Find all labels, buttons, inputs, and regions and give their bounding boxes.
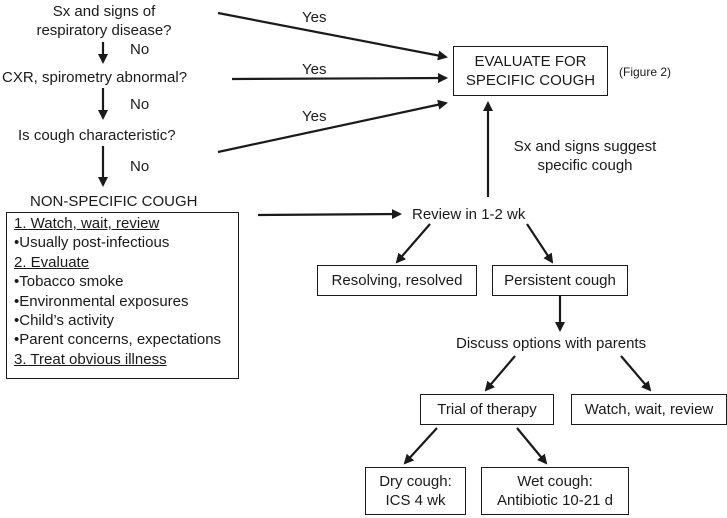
non-specific-item: •Tobacco smoke — [14, 273, 124, 291]
arrow-q2-yes — [231, 73, 448, 84]
resolving-box: Resolving, resolved — [317, 265, 477, 296]
non-specific-item: •Environmental exposures — [14, 292, 189, 310]
answer-yes-2: Yes — [302, 61, 327, 78]
arrow-review-to-persistent — [526, 223, 554, 264]
answer-no-1: No — [130, 41, 150, 58]
non-specific-cough-box: 1. Watch, wait, review •Usually post-infe… — [6, 212, 239, 379]
evaluate-specific-cough-box: EVALUATE FOR SPECIFIC COUGH — [453, 46, 608, 96]
non-specific-heading: 2. Evaluate — [14, 253, 90, 271]
specific-cough-suggested-label: Sx and signs suggest specific cough — [513, 138, 657, 174]
non-specific-cough-title: NON-SPECIFIC COUGH — [30, 193, 198, 210]
answer-no-2: No — [130, 96, 150, 113]
arrow-q1-yes — [217, 11, 448, 61]
arrow-trial-to-dry — [403, 427, 438, 465]
answer-no-3: No — [130, 158, 150, 175]
arrow-q3-yes — [217, 99, 448, 154]
arrow-discuss-to-trial — [484, 355, 516, 392]
trial-of-therapy-box: Trial of therapy — [420, 394, 554, 425]
non-specific-heading: 3. Treat obvious illness — [14, 350, 167, 368]
question-respiratory-disease: Sx and signs of respiratory disease? — [36, 3, 172, 39]
question-cxr-spirometry: CXR, spirometry abnormal? — [2, 69, 188, 86]
answer-yes-1: Yes — [302, 9, 327, 26]
non-specific-heading: 1. Watch, wait, review — [14, 215, 160, 232]
wet-cough-box: Wet cough: Antibiotic 10-21 d — [481, 467, 629, 515]
figure-reference: (Figure 2) — [619, 65, 672, 79]
watch-wait-review-box: Watch, wait, review — [571, 394, 727, 425]
non-specific-item: •Child’s activity — [14, 312, 115, 330]
persistent-cough-box: Persistent cough — [492, 265, 628, 296]
non-specific-item: •Parent concerns, expectations — [14, 331, 222, 349]
question-cough-characteristic: Is cough characteristic? — [18, 127, 176, 144]
answer-yes-3: Yes — [302, 108, 327, 125]
non-specific-item: •Usually post-infectious — [14, 234, 170, 252]
review-step: Review in 1-2 wk — [412, 206, 526, 223]
arrow-discuss-to-watch — [620, 355, 652, 392]
discuss-options-step: Discuss options with parents — [456, 335, 647, 352]
arrow-trial-to-wet — [516, 427, 548, 465]
dry-cough-box: Dry cough: ICS 4 wk — [365, 467, 466, 515]
arrow-review-to-resolving — [395, 223, 431, 264]
arrow-nonspecific-to-review — [257, 209, 402, 220]
